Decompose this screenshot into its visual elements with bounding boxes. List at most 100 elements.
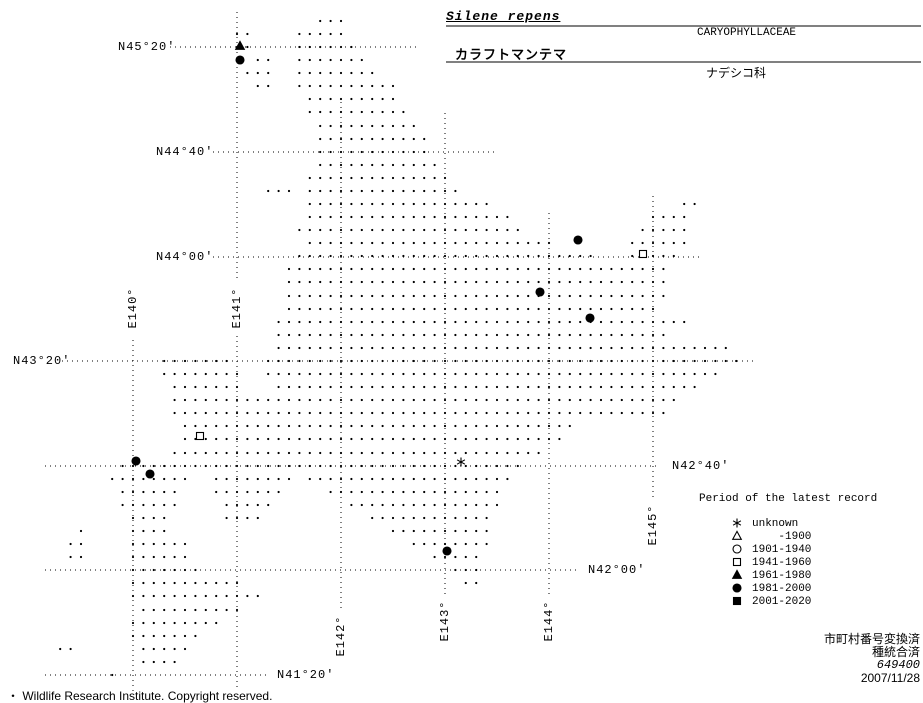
mesh-dot	[662, 320, 665, 324]
mesh-dot	[693, 359, 696, 363]
mesh-dot	[287, 280, 291, 284]
mesh-dot	[350, 254, 353, 258]
mesh-dot	[506, 424, 509, 428]
mesh-dot	[360, 228, 363, 232]
mesh-dot	[246, 32, 249, 36]
mesh-dot	[599, 385, 603, 389]
mesh-dot	[329, 176, 332, 180]
mesh-dot	[308, 202, 311, 206]
mesh-dot	[516, 228, 519, 232]
mesh-dot	[558, 254, 561, 258]
mesh-dot	[423, 398, 426, 402]
mesh-dot	[402, 254, 405, 258]
mesh-dot	[433, 267, 436, 271]
mesh-dot	[620, 359, 623, 363]
mesh-dot	[579, 398, 582, 402]
mesh-dot	[391, 333, 395, 337]
mesh-dot	[641, 228, 644, 232]
mesh-dot	[412, 372, 415, 376]
mesh-dot	[495, 267, 499, 271]
mesh-dot	[183, 634, 187, 638]
mesh-dot	[475, 359, 478, 363]
mesh-dot	[495, 372, 499, 376]
mesh-dot	[443, 307, 447, 311]
mesh-dot	[183, 385, 187, 389]
mesh-dot	[319, 477, 322, 481]
mesh-dot	[277, 189, 280, 193]
mesh-dot	[225, 503, 228, 507]
mesh-dot	[485, 529, 488, 533]
mesh-dot	[319, 398, 322, 402]
mesh-dot	[537, 346, 540, 350]
mesh-dot	[131, 634, 135, 638]
mesh-dot	[412, 307, 415, 311]
mesh-dot	[329, 58, 332, 62]
mesh-dot	[350, 451, 353, 455]
mesh-dot	[714, 372, 717, 376]
mesh-dot	[298, 254, 301, 258]
mesh-dot	[662, 359, 665, 363]
mesh-dot	[194, 634, 197, 638]
mesh-dot	[402, 294, 405, 298]
mesh-dot	[495, 228, 499, 232]
mesh-dot	[371, 451, 374, 455]
mesh-dot	[152, 477, 155, 481]
mesh-dot	[641, 372, 644, 376]
mesh-dot	[485, 542, 488, 546]
mesh-dot	[391, 294, 395, 298]
mesh-dot	[506, 241, 509, 245]
mesh-dot	[631, 346, 634, 350]
mesh-dot	[651, 398, 655, 402]
mesh-dot	[391, 97, 395, 101]
mesh-dot	[131, 490, 135, 494]
mesh-dot	[131, 581, 135, 585]
mesh-dot	[287, 424, 291, 428]
mesh-dot	[204, 594, 207, 598]
legend-symbol-circle-filled	[732, 583, 742, 593]
mesh-dot	[225, 490, 228, 494]
mesh-dot	[152, 464, 155, 468]
mesh-dot	[360, 503, 363, 507]
mesh-dot	[433, 477, 436, 481]
mesh-dot	[371, 84, 374, 88]
mesh-dot	[360, 307, 363, 311]
mesh-dot	[339, 254, 343, 258]
mesh-dot	[339, 32, 343, 36]
mesh-dot	[433, 176, 436, 180]
mesh-dot	[163, 464, 166, 468]
mesh-dot	[371, 359, 374, 363]
mesh-dot	[527, 241, 530, 245]
mesh-dot	[485, 477, 488, 481]
mesh-dot	[464, 555, 467, 559]
mesh-dot	[527, 385, 530, 389]
mesh-dot	[631, 307, 634, 311]
mesh-dot	[267, 424, 270, 428]
mesh-dot	[516, 359, 519, 363]
mesh-dot	[423, 241, 426, 245]
mesh-dot	[391, 411, 395, 415]
mesh-dot	[360, 163, 363, 167]
mesh-dot	[329, 110, 332, 114]
mesh-dot	[433, 346, 436, 350]
mesh-dot	[204, 464, 207, 468]
mesh-dot	[412, 464, 415, 468]
mesh-dot	[485, 398, 488, 402]
mesh-dot	[329, 202, 332, 206]
mesh-dot	[683, 359, 686, 363]
mesh-dot	[454, 267, 457, 271]
mesh-dot	[506, 280, 509, 284]
mesh-dot	[371, 176, 374, 180]
mesh-dot	[350, 490, 353, 494]
mesh-dot	[204, 385, 207, 389]
record-marker-circle-filled	[573, 235, 583, 245]
mesh-dot	[402, 372, 405, 376]
mesh-dot	[412, 202, 415, 206]
mesh-dot	[215, 437, 218, 441]
mesh-dot	[360, 398, 363, 402]
mesh-dot	[506, 307, 509, 311]
mesh-dot	[589, 254, 592, 258]
mesh-dot	[152, 634, 155, 638]
mesh-dot	[527, 280, 530, 284]
mesh-dot	[433, 241, 436, 245]
mesh-dot	[256, 516, 259, 520]
